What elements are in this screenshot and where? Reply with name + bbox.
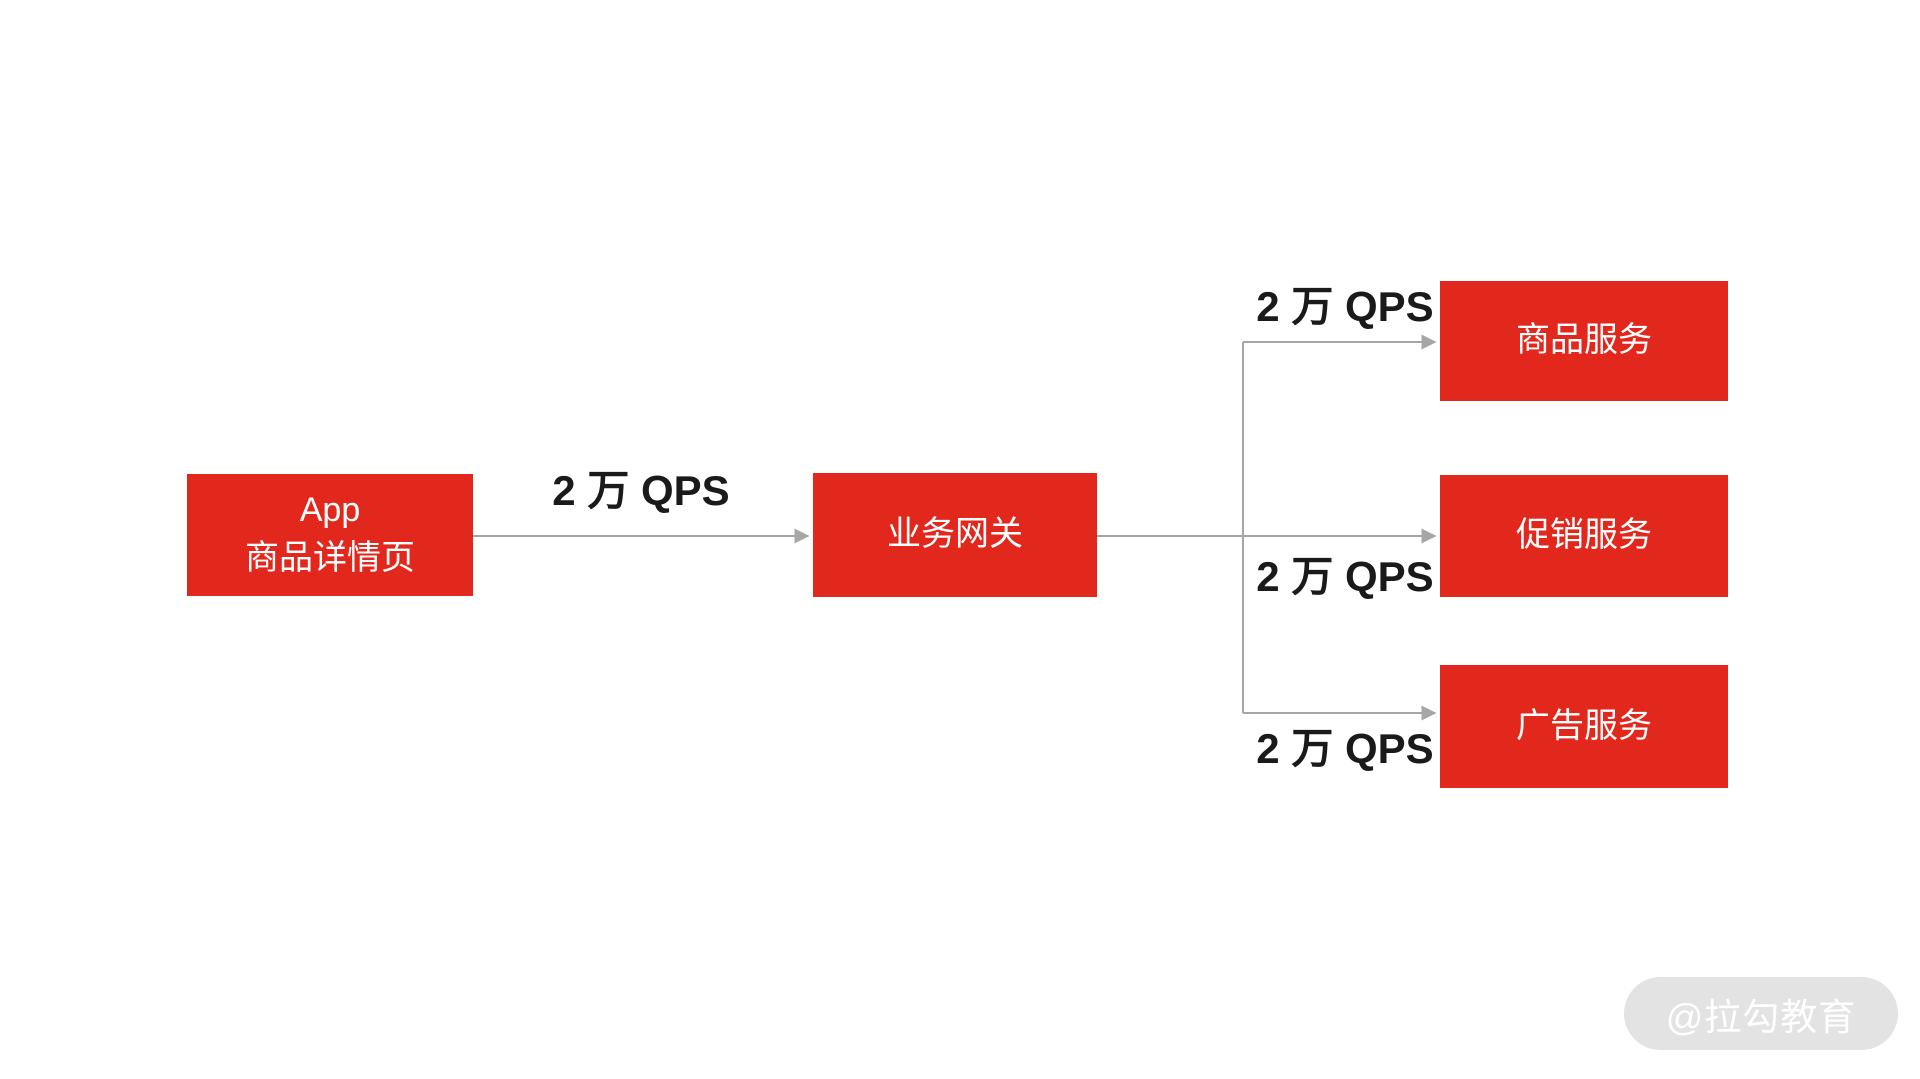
node-promotion-service: 促销服务 [1440,475,1728,597]
node-app-line1: App [299,491,361,530]
node-ad-service: 广告服务 [1440,665,1728,788]
qps-label-product: 2 万 QPS [1256,283,1434,330]
qps-label-ad: 2 万 QPS [1256,725,1434,772]
watermark-text: @拉勾教育 [1665,996,1857,1038]
node-app-detail-page: App 商品详情页 [187,474,473,596]
watermark-badge: @拉勾教育 [1624,977,1898,1050]
node-product-service: 商品服务 [1440,281,1728,401]
node-promotion-label: 促销服务 [1516,516,1652,555]
node-business-gateway: 业务网关 [813,473,1097,597]
node-app-line2: 商品详情页 [245,539,415,577]
node-gateway-label: 业务网关 [887,515,1023,554]
qps-label-app-gateway: 2 万 QPS [552,467,730,514]
node-ad-label: 广告服务 [1516,706,1652,745]
node-product-label: 商品服务 [1516,321,1652,360]
qps-label-promotion: 2 万 QPS [1256,553,1434,600]
